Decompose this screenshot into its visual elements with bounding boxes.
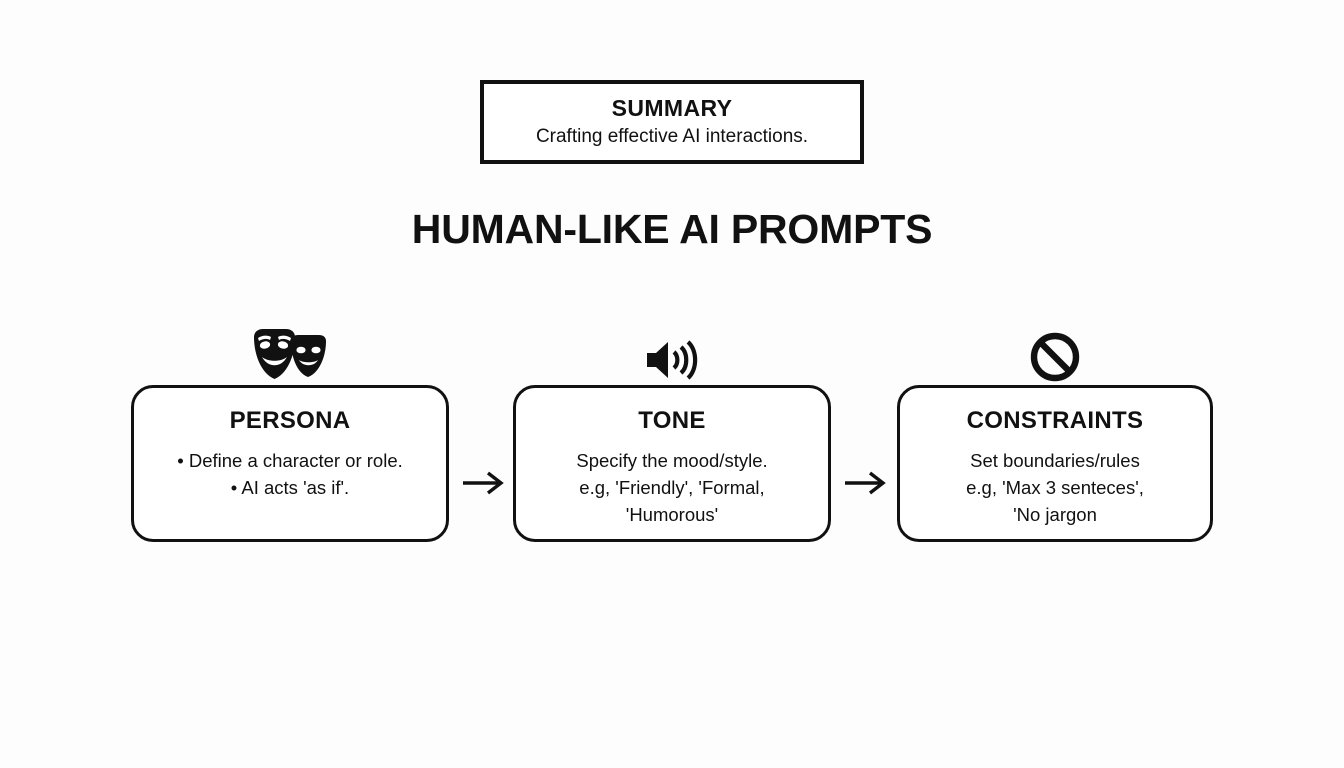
summary-subtitle: Crafting effective AI interactions.: [535, 126, 809, 148]
theater-masks-icon: [131, 325, 449, 383]
arrow-right-icon: [843, 468, 889, 498]
flow-step-tone: TONE Specify the mood/style. e.g, 'Frien…: [513, 325, 831, 545]
card-body: Specify the mood/style. e.g, 'Friendly',…: [576, 450, 768, 526]
card-persona[interactable]: PERSONA • Define a character or role. • …: [131, 385, 449, 542]
speaker-volume-icon: [513, 325, 831, 383]
flow-step-constraints: CONSTRAINTS Set boundaries/rules e.g, 'M…: [897, 325, 1213, 545]
summary-title: SUMMARY: [611, 94, 733, 121]
card-constraints[interactable]: CONSTRAINTS Set boundaries/rules e.g, 'M…: [897, 385, 1213, 542]
card-title: PERSONA: [229, 407, 351, 434]
page-title: HUMAN-LIKE AI PROMPTS: [411, 206, 933, 252]
card-tone[interactable]: TONE Specify the mood/style. e.g, 'Frien…: [513, 385, 831, 542]
summary-box: SUMMARY Crafting effective AI interactio…: [480, 80, 864, 164]
flow-diagram: PERSONA • Define a character or role. • …: [131, 325, 1213, 545]
card-title: CONSTRAINTS: [966, 407, 1144, 434]
prohibition-icon: [897, 325, 1213, 383]
card-body: Set boundaries/rules e.g, 'Max 3 sentece…: [966, 450, 1144, 526]
card-title: TONE: [638, 407, 706, 434]
card-body: • Define a character or role. • AI acts …: [177, 450, 403, 499]
flow-step-persona: PERSONA • Define a character or role. • …: [131, 325, 449, 545]
arrow-right-icon: [461, 468, 507, 498]
